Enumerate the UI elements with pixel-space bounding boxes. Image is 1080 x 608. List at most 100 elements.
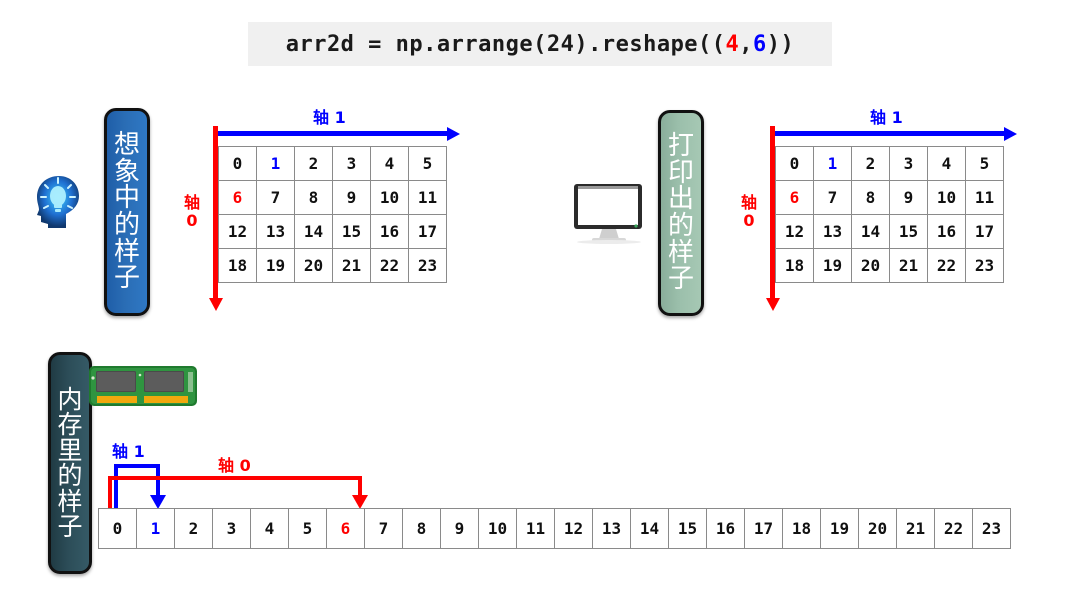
flat-cell-10: 10 [478,508,517,549]
brain-lightbulb-icon [26,168,90,232]
cell-13: 13 [813,214,852,249]
cell-21: 21 [332,248,371,283]
cell-8: 8 [851,180,890,215]
axis0-label: 轴 0 [734,193,764,231]
label-imagined-char-2: 中 [113,183,140,214]
cell-7: 7 [256,180,295,215]
label-imagined-char-3: 的 [113,210,140,240]
flat-cell-6: 6 [326,508,365,549]
axis0-bracket-right [358,476,362,496]
cell-19: 19 [256,248,295,283]
table-row: 12 13 14 15 16 17 [775,214,1004,249]
label-printed-char-1: 印 [667,157,694,188]
flat-cell-13: 13 [592,508,631,549]
cell-23: 23 [408,248,447,283]
cell-19: 19 [813,248,852,283]
label-memory-char-5: 子 [57,512,83,541]
axis1-bracket-left [114,464,118,510]
cell-11: 11 [965,180,1004,215]
flat-cell-3: 3 [212,508,251,549]
cell-12: 12 [775,214,814,249]
flat-cell-18: 18 [782,508,821,549]
cell-3: 3 [889,146,928,181]
cell-14: 14 [851,214,890,249]
cell-13: 13 [256,214,295,249]
label-printed-char-2: 出 [667,184,694,215]
flat-cell-8: 8 [402,508,441,549]
axis1-bracket-top [114,464,160,468]
axis1-bracket-right [156,464,160,496]
cell-7: 7 [813,180,852,215]
cell-4: 4 [927,146,966,181]
memory-axis0-label: 轴 0 [218,456,251,475]
flat-cell-7: 7 [364,508,403,549]
memory-axis1-label: 轴 1 [112,442,145,461]
flat-cell-4: 4 [250,508,289,549]
cell-10: 10 [927,180,966,215]
flat-cell-22: 22 [934,508,973,549]
flat-cell-1: 1 [136,508,175,549]
cell-23: 23 [965,248,1004,283]
axis0-label-line1: 轴 [183,193,200,212]
table-row: 6 7 8 9 10 11 [775,180,1004,215]
title-cols-value: 6 [753,31,767,57]
label-memory-char-3: 的 [57,461,83,490]
cell-12: 12 [218,214,257,249]
cell-16: 16 [927,214,966,249]
flat-cell-2: 2 [174,508,213,549]
cell-22: 22 [370,248,409,283]
axis0-label-line2: 0 [186,211,198,231]
table-row: 0 1 2 3 4 5 [775,146,1004,181]
label-imagined-char-1: 象 [113,156,140,187]
cell-1: 1 [813,146,852,181]
flat-cell-21: 21 [896,508,935,549]
cell-17: 17 [965,214,1004,249]
label-memory: 内 存 里 的 样 子 [48,352,92,574]
flat-cell-9: 9 [440,508,479,549]
flat-cell-5: 5 [288,508,327,549]
cell-18: 18 [218,248,257,283]
grid-table-imagined: 0 1 2 3 4 5 6 7 8 9 10 11 12 13 14 15 16… [218,146,447,283]
cell-17: 17 [408,214,447,249]
title-band: arr2d = np.arrange(24).reshape((4,6)) [248,22,832,66]
table-row: 18 19 20 21 22 23 [775,248,1004,283]
cell-4: 4 [370,146,409,181]
label-printed-char-5: 子 [667,264,694,295]
flat-cell-20: 20 [858,508,897,549]
ram-module-icon [88,362,198,412]
cell-14: 14 [294,214,333,249]
flat-cell-0: 0 [98,508,137,549]
label-imagined: 想 象 中 的 样 子 [104,108,150,316]
cell-1: 1 [256,146,295,181]
axis0-arrowhead [766,298,780,311]
flat-cell-12: 12 [554,508,593,549]
axis0-line [213,126,218,298]
cell-16: 16 [370,214,409,249]
axis1-arrowhead [447,127,460,141]
cell-18: 18 [775,248,814,283]
label-printed-char-4: 样 [667,237,694,268]
cell-2: 2 [851,146,890,181]
cell-15: 15 [889,214,928,249]
label-memory-char-1: 存 [57,410,83,439]
label-printed-char-3: 的 [667,211,694,241]
axis0-label-line2: 0 [743,211,755,231]
label-imagined-char-4: 样 [113,236,140,267]
monitor-icon [572,182,650,244]
memory-axis0-arrow: 轴 0 [98,456,438,512]
cell-0: 0 [218,146,257,181]
label-memory-char-0: 内 [57,384,83,414]
axis1-label: 轴 1 [313,108,346,127]
cell-10: 10 [370,180,409,215]
label-memory-char-4: 样 [57,486,83,516]
cell-21: 21 [889,248,928,283]
label-printed: 打 印 出 的 样 子 [658,110,704,316]
label-imagined-char-5: 子 [113,263,140,294]
axis0-line [770,126,775,298]
table-row: 18 19 20 21 22 23 [218,248,447,283]
cell-9: 9 [332,180,371,215]
axis0-bracket-left [108,476,112,510]
